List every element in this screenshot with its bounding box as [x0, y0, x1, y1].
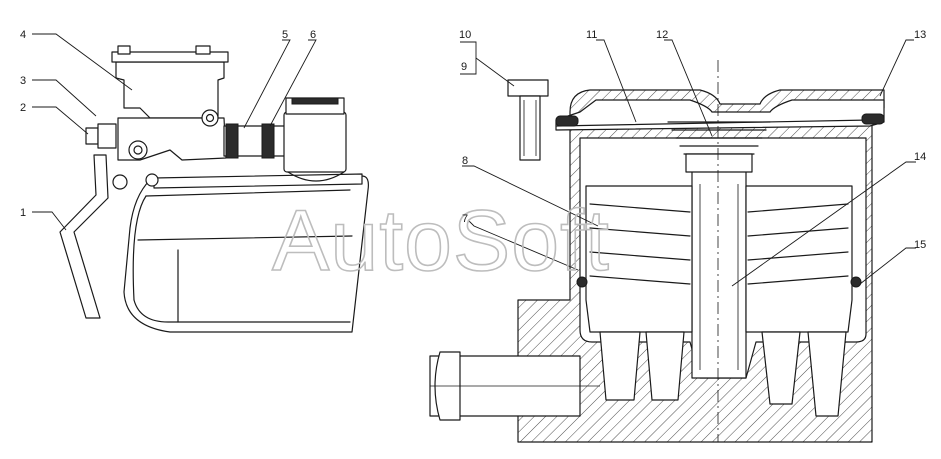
filler-neck-base: [287, 171, 345, 182]
leader-10: [475, 57, 515, 87]
bolt-head-10: [507, 79, 549, 97]
leader-14: [731, 161, 916, 287]
leader-3: [32, 79, 97, 117]
tank-left-curve: [132, 195, 147, 301]
callout-10: 10: [459, 29, 471, 41]
leader-5: [243, 39, 291, 129]
callout-4: 4: [20, 29, 26, 41]
fuel-tank-body: [123, 175, 369, 333]
callout-11: 11: [586, 29, 597, 41]
callout-14: 14: [914, 151, 926, 163]
mount-boss-hole: [205, 113, 215, 123]
filter-housing-4: [115, 61, 225, 119]
filter-element-right: [745, 185, 853, 333]
leader-7: [467, 219, 579, 271]
o-ring-right-15: [850, 276, 862, 288]
seal-right: [861, 113, 885, 125]
left-assembly-view: [32, 33, 369, 333]
hose-clamp-left: [225, 123, 239, 159]
leader-11: [596, 39, 637, 123]
leader-12: [664, 39, 713, 137]
callout-3: 3: [20, 75, 26, 87]
callout-6: 6: [310, 29, 316, 41]
leader-4: [32, 33, 133, 91]
right-section-view: [429, 39, 916, 443]
leader-6: [269, 39, 317, 127]
collector-cone-4: [807, 331, 847, 417]
callout-2: 2: [20, 102, 26, 114]
collector-cone-1: [599, 331, 641, 401]
filler-neck-6: [283, 111, 347, 173]
top-cover-13: [555, 99, 885, 131]
drain-plug-center: [133, 145, 143, 155]
filter-discs: [589, 203, 849, 285]
bolt-shank: [519, 95, 541, 161]
union-fitting-2: [85, 127, 99, 145]
bolt-thread: [523, 100, 537, 156]
o-ring-left: [576, 276, 588, 288]
central-rod-14: [691, 169, 747, 379]
tank-inner-edge: [133, 189, 353, 323]
seal-left: [555, 115, 579, 127]
leader-1: [32, 211, 67, 231]
collector-cone-3: [761, 331, 801, 405]
callout-8: 8: [462, 155, 468, 167]
callout-13: 13: [914, 29, 926, 41]
callout-5: 5: [282, 29, 288, 41]
callout-12: 12: [656, 29, 668, 41]
union-nut: [97, 123, 117, 149]
leader-15: [859, 247, 916, 285]
collector-cone-2: [645, 331, 685, 401]
lower-mount-right: [145, 173, 159, 187]
leader-8: [462, 165, 599, 227]
spring-12: [667, 121, 771, 155]
callout-15: 15: [914, 239, 926, 251]
callout-7: 7: [462, 213, 468, 225]
cover-bolt-right: [195, 45, 211, 55]
callout-9: 9: [461, 61, 467, 73]
hose-clamp-right-5: [261, 123, 275, 159]
leader-13: [879, 39, 914, 97]
lower-mount-left: [112, 174, 128, 190]
filler-cap-knurl: [291, 97, 339, 105]
rod-bore: [699, 184, 739, 370]
watermark-text: AutoSoft: [272, 193, 610, 289]
leader-2: [32, 106, 89, 135]
callout-1: 1: [20, 207, 26, 219]
cover-gasket-line: [555, 119, 871, 127]
cover-bolt-left: [117, 45, 131, 55]
rod-nut: [685, 153, 753, 173]
pipe-1: [59, 154, 109, 319]
callout-labels: 1 2 3 4 5 6 7 8 9 10 11 12 13 14 15: [20, 29, 926, 251]
